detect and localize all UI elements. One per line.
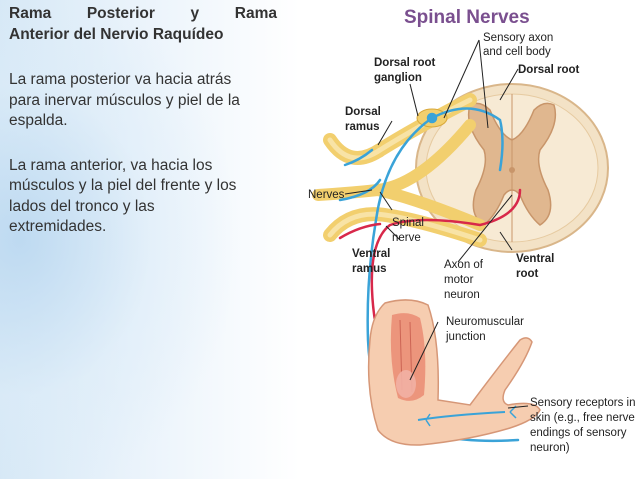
diagram-title: Spinal Nerves — [404, 7, 530, 28]
paragraph-line: La rama posterior va hacia atrás — [9, 71, 232, 88]
label-neuromuscular-junction: junction — [445, 331, 486, 343]
paragraph-word: las — [134, 197, 155, 215]
title-word: y — [190, 5, 200, 22]
label-dorsal-ramus: ramus — [345, 121, 380, 133]
label-ventral-ramus: ramus — [352, 263, 387, 275]
paragraph-anterior: La rama anterior, va hacia los músculos … — [9, 156, 277, 238]
label-ventral-root: Ventral — [516, 253, 554, 265]
paragraph-line-justified: lados del tronco y las — [9, 197, 277, 218]
label-sensory-receptors: neuron) — [530, 442, 570, 454]
spinal-nerves-diagram: Spinal Nerves — [308, 7, 635, 454]
text-panel — [0, 0, 300, 479]
paragraph-posterior: La rama posterior va hacia atrás para in… — [9, 70, 277, 132]
slide-title: Rama Posterior y Rama Anterior del Nervi… — [9, 4, 277, 45]
label-dorsal-ramus: Dorsal — [345, 106, 381, 118]
label-nerves: Nerves — [308, 189, 345, 201]
paragraph-line: extremidades. — [9, 218, 107, 235]
label-sensory-axon: and cell body — [483, 46, 551, 58]
title-word: Rama — [9, 5, 52, 22]
title-word: Posterior — [86, 5, 155, 22]
label-axon-motor-neuron: neuron — [444, 289, 480, 301]
paragraph-line: espalda. — [9, 112, 68, 129]
label-sensory-receptors: Sensory receptors in — [530, 397, 635, 409]
paragraph-word: lados — [9, 197, 47, 215]
title-line-1: Rama Posterior y Rama — [9, 4, 277, 25]
title-word: Rama — [234, 5, 277, 22]
label-ventral-ramus: Ventral — [352, 248, 390, 260]
label-spinal-nerve: Spinal — [392, 217, 424, 229]
label-spinal-nerve: nerve — [392, 232, 421, 244]
label-dorsal-root: Dorsal root — [518, 64, 580, 76]
label-sensory-axon: Sensory axon — [483, 32, 553, 44]
label-sensory-receptors: endings of sensory — [530, 427, 627, 439]
title-line-2: Anterior del Nervio Raquídeo — [9, 25, 224, 43]
text-column: Rama Posterior y Rama Anterior del Nervi… — [9, 4, 277, 262]
paragraph-line: músculos y la piel del frente y los — [9, 177, 237, 194]
label-ventral-root: root — [516, 268, 539, 280]
paragraph-word: del — [50, 197, 72, 215]
label-dorsal-root-ganglion: Dorsal root — [374, 57, 436, 69]
label-axon-motor-neuron: motor — [444, 274, 474, 286]
paragraph-word: y — [122, 197, 131, 215]
label-neuromuscular-junction: Neuromuscular — [446, 316, 524, 328]
label-axon-motor-neuron: Axon of — [444, 259, 484, 271]
label-dorsal-root-ganglion: ganglion — [374, 72, 422, 84]
paragraph-line: para inervar músculos y piel de la — [9, 91, 240, 109]
paragraph-word: tronco — [75, 197, 119, 215]
leader-lines — [344, 39, 529, 409]
paragraph-line: La rama anterior, va hacia los — [9, 156, 213, 174]
label-sensory-receptors: skin (e.g., free nerve — [530, 412, 635, 424]
